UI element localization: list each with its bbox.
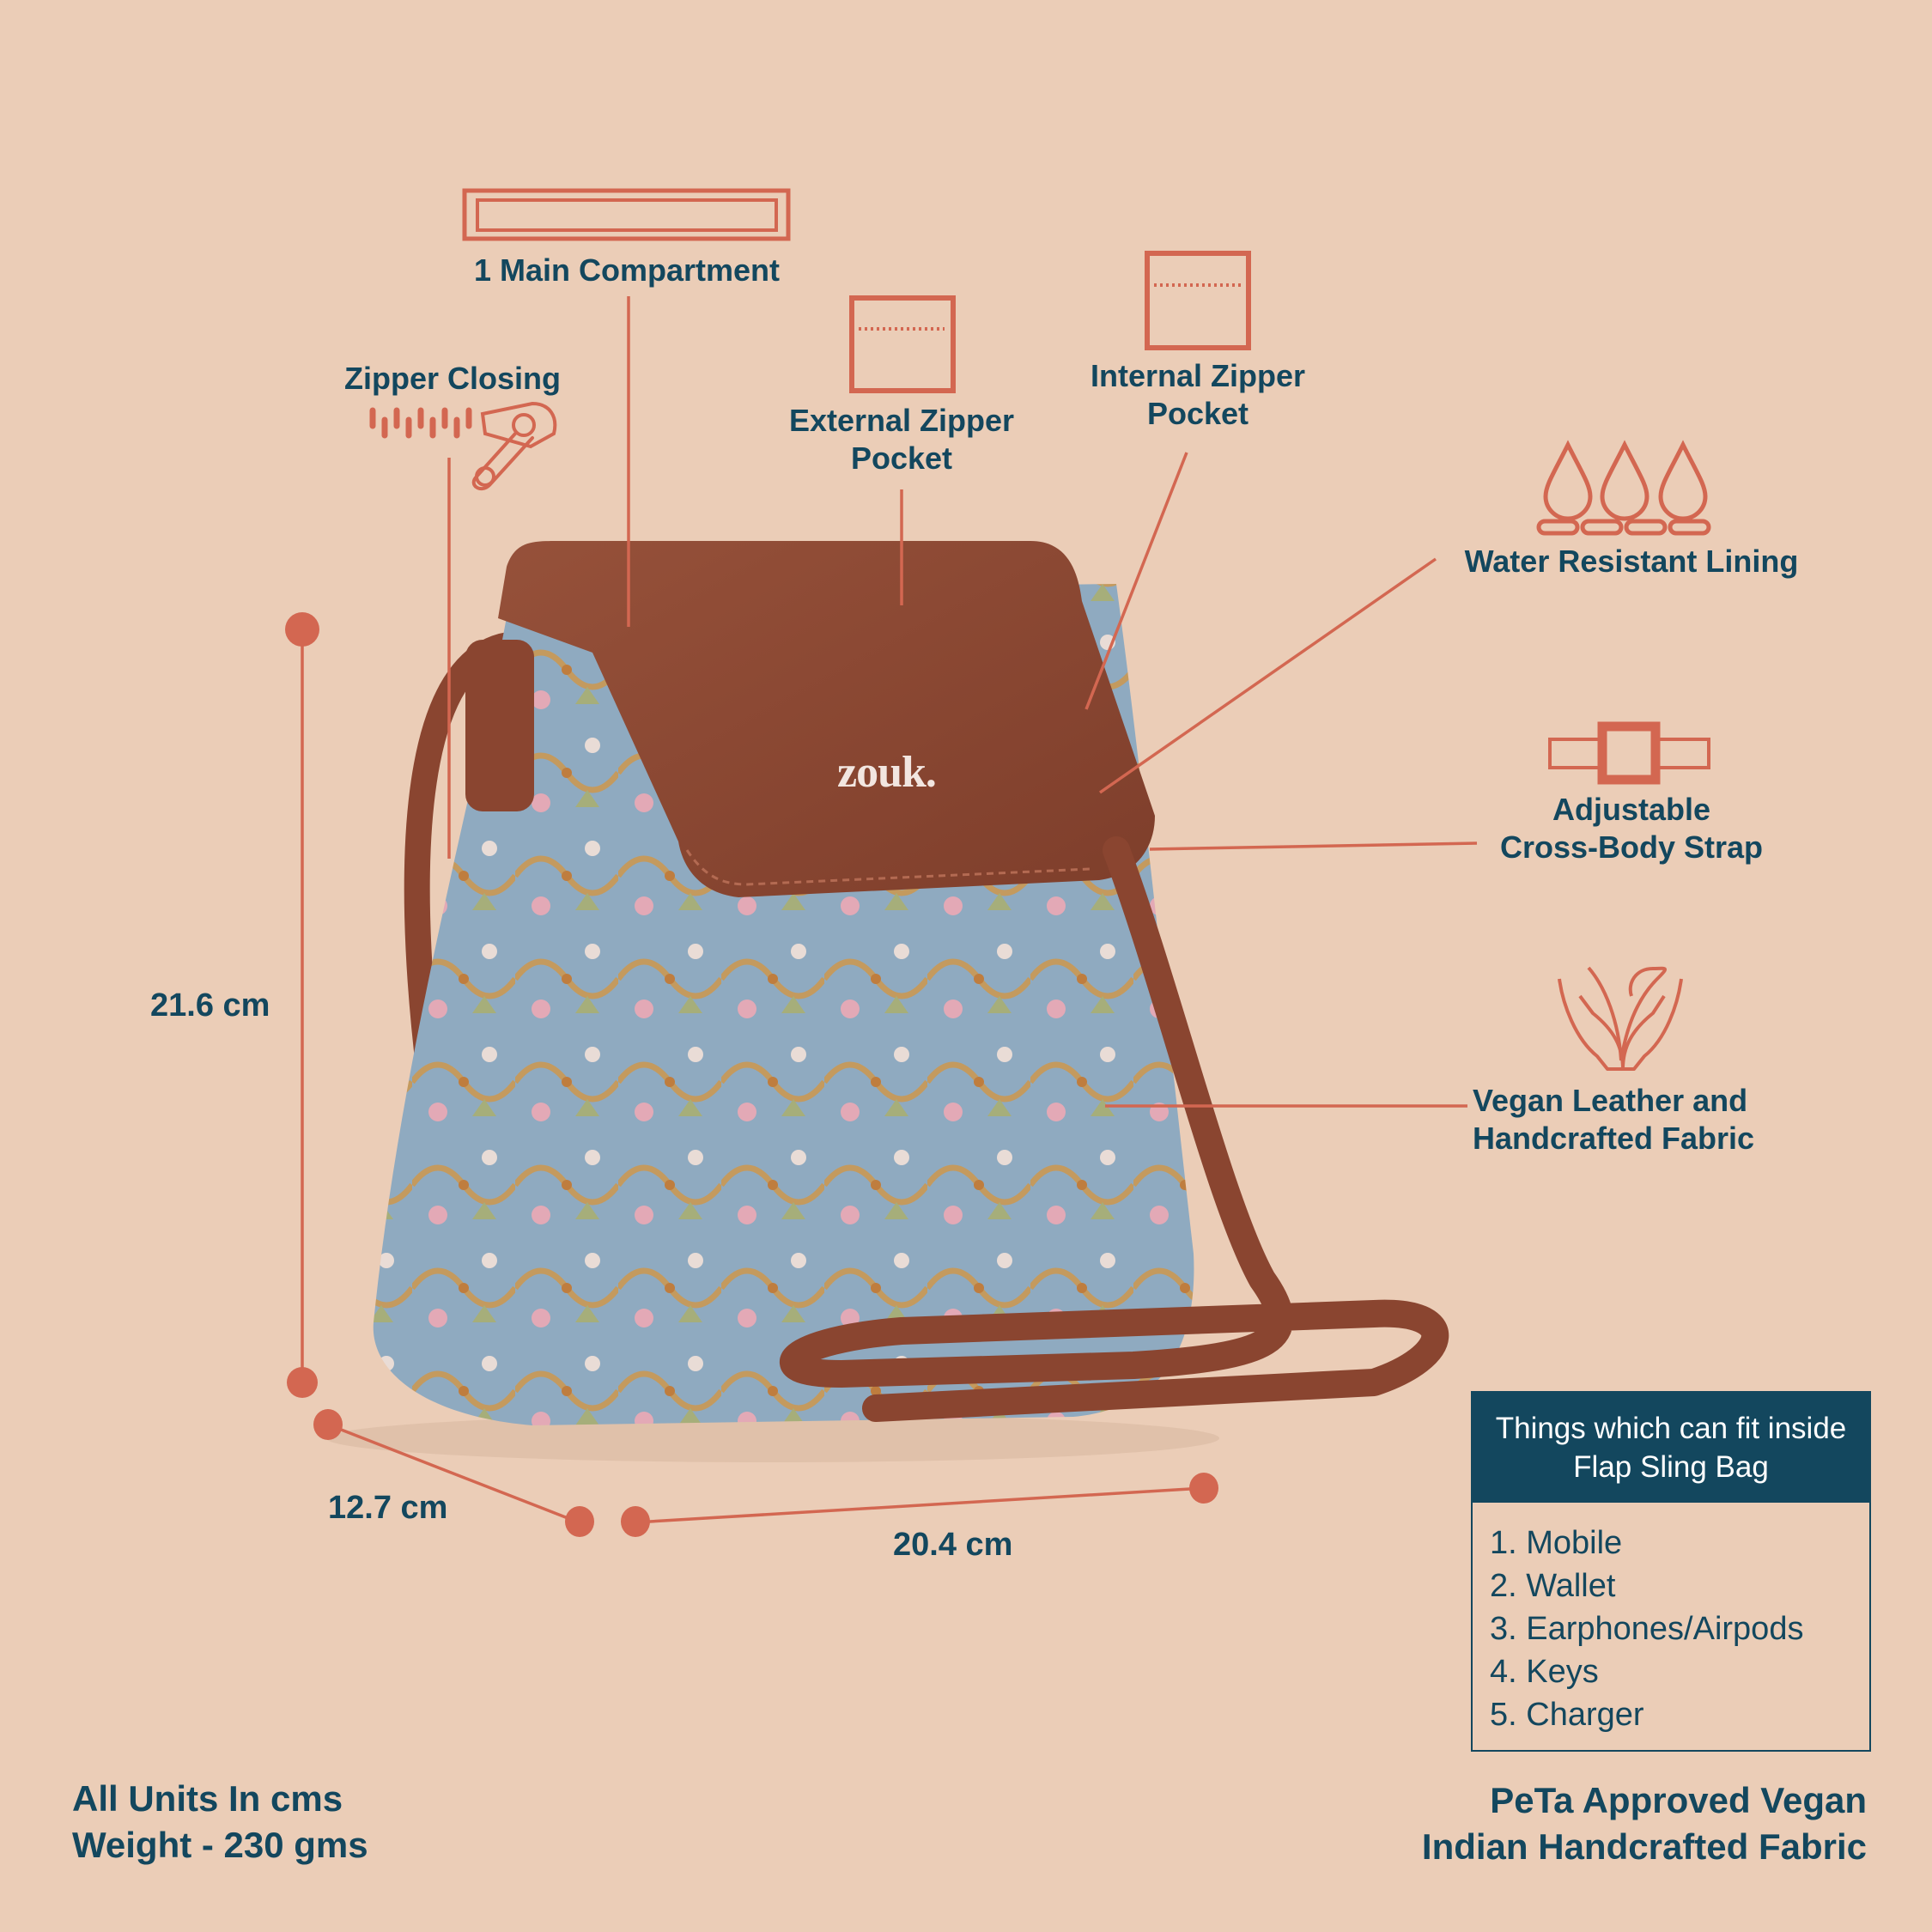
- strap-front: [780, 836, 1449, 1422]
- dimension-width-label: 20.4 cm: [893, 1527, 1013, 1563]
- zipper-pocket-icon: [849, 295, 956, 393]
- dimension-dot: [287, 1367, 318, 1398]
- label-line: External Zipper: [788, 403, 1015, 438]
- bag-flap: [498, 541, 1155, 897]
- fit-inside-box: Things which can fit inside Flap Sling B…: [1471, 1391, 1871, 1752]
- feature-water-resistant-label: Water Resistant Lining: [1464, 544, 1799, 579]
- label-line: Handcrafted Fabric: [1473, 1121, 1755, 1156]
- water-drops-icon: [1536, 440, 1711, 536]
- footer-right: PeTa Approved Vegan Indian Handcrafted F…: [1422, 1777, 1867, 1870]
- peta-note: PeTa Approved Vegan: [1490, 1780, 1867, 1820]
- dimension-height-label: 21.6 cm: [150, 987, 270, 1024]
- dimension-dot: [1189, 1473, 1218, 1504]
- dimension-line-depth: [327, 1423, 580, 1524]
- feature-internal-pocket-label: Internal Zipper Pocket: [1069, 357, 1327, 433]
- fit-inside-list: 1. Mobile 2. Wallet 3. Earphones/Airpods…: [1473, 1503, 1869, 1736]
- dimension-dot: [621, 1506, 650, 1537]
- zipper-pocket-icon: [1145, 251, 1251, 350]
- fit-inside-title-line: Flap Sling Bag: [1573, 1450, 1769, 1484]
- weight-note: Weight - 230 gms: [72, 1825, 368, 1865]
- bag-shadow: [326, 1414, 1219, 1462]
- fit-inside-box-header: Things which can fit inside Flap Sling B…: [1473, 1393, 1869, 1503]
- compartment-icon: [462, 188, 791, 241]
- units-note: All Units In cms: [72, 1778, 343, 1819]
- hands-leaf-icon: [1558, 966, 1683, 1071]
- feature-zipper-closing-label: Zipper Closing: [344, 361, 561, 396]
- footer-left: All Units In cms Weight - 230 gms: [72, 1776, 368, 1868]
- dimension-depth-label: 12.7 cm: [328, 1490, 448, 1526]
- label-line: Internal Zipper: [1090, 358, 1306, 393]
- brand-logo: zouk.: [837, 748, 937, 797]
- label-line: Vegan Leather and: [1473, 1083, 1748, 1118]
- leader-water-resistant: [1099, 557, 1437, 794]
- feature-external-pocket-label: External Zipper Pocket: [773, 402, 1030, 477]
- fit-inside-title-line: Things which can fit inside: [1495, 1412, 1847, 1445]
- dimension-line-width: [635, 1486, 1205, 1524]
- label-line: Pocket: [1146, 396, 1249, 431]
- list-item: 5. Charger: [1490, 1697, 1644, 1733]
- leader-strap: [1149, 841, 1478, 851]
- dimension-dot: [285, 612, 319, 647]
- label-line: Pocket: [850, 440, 953, 476]
- zipper-pull-icon: [369, 401, 557, 491]
- label-line: Adjustable: [1552, 792, 1711, 827]
- feature-vegan-label: Vegan Leather and Handcrafted Fabric: [1473, 1082, 1790, 1157]
- label-line: Cross-Body Strap: [1499, 829, 1764, 865]
- list-item: 1. Mobile: [1490, 1525, 1623, 1561]
- list-item: 2. Wallet: [1490, 1568, 1616, 1604]
- dimension-dot: [313, 1409, 343, 1440]
- strap-tab: [465, 640, 534, 811]
- dimension-dot: [565, 1506, 594, 1537]
- feature-main-compartment-label: 1 Main Compartment: [473, 252, 781, 288]
- feature-strap-label: Adjustable Cross-Body Strap: [1477, 791, 1786, 866]
- buckle-icon: [1548, 721, 1710, 785]
- leader-internal-pocket: [1084, 452, 1188, 710]
- list-item: 3. Earphones/Airpods: [1490, 1611, 1804, 1647]
- fabric-note: Indian Handcrafted Fabric: [1421, 1826, 1867, 1867]
- list-item: 4. Keys: [1490, 1654, 1599, 1690]
